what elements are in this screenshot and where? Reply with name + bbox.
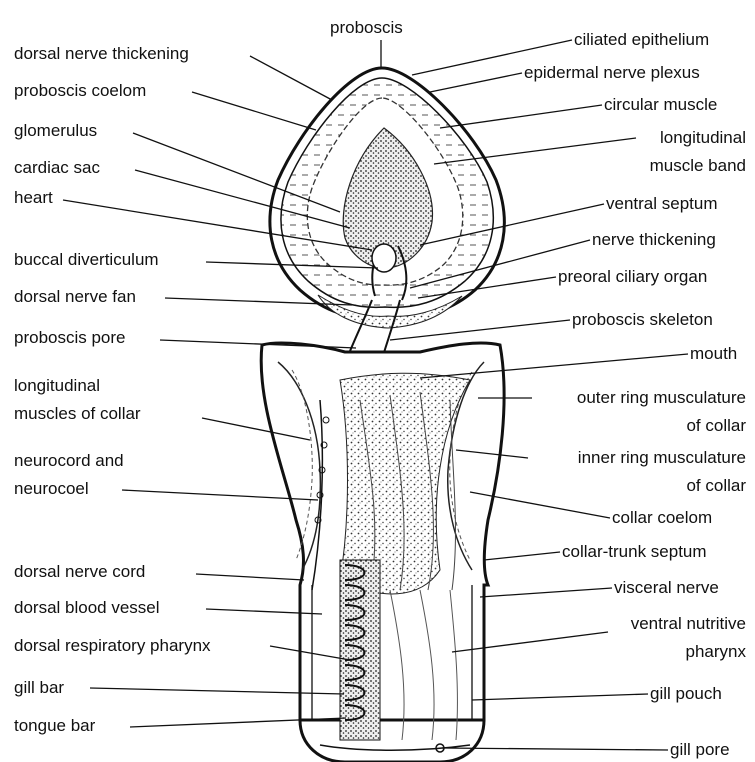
label-ciliated-epithelium: ciliated epithelium xyxy=(574,30,709,50)
label-neurocord-line2: neurocoel xyxy=(14,479,89,499)
label-inner-ring-line1: inner ring musculature xyxy=(578,448,746,468)
label-visceral-nerve: visceral nerve xyxy=(614,578,719,598)
label-cardiac-sac: cardiac sac xyxy=(14,158,100,178)
label-longitudinal-muscles-line2: muscles of collar xyxy=(14,404,141,424)
label-dorsal-nerve-fan: dorsal nerve fan xyxy=(14,287,136,307)
label-tongue-bar: tongue bar xyxy=(14,716,95,736)
label-proboscis: proboscis xyxy=(330,18,403,38)
label-inner-ring-line2: of collar xyxy=(686,476,746,496)
label-buccal-diverticulum: buccal diverticulum xyxy=(14,250,159,270)
label-ventral-nutritive-line1: ventral nutritive xyxy=(631,614,746,634)
collar-region xyxy=(261,343,504,720)
label-epidermal-nerve-plexus: epidermal nerve plexus xyxy=(524,63,700,83)
label-neurocord-line1: neurocord and xyxy=(14,451,124,471)
label-proboscis-coelom: proboscis coelom xyxy=(14,81,146,101)
label-circular-muscle: circular muscle xyxy=(604,95,717,115)
label-gill-pouch: gill pouch xyxy=(650,684,722,704)
label-ventral-nutritive-line2: pharynx xyxy=(686,642,746,662)
label-dorsal-respiratory-pharynx: dorsal respiratory pharynx xyxy=(14,636,211,656)
label-gill-bar: gill bar xyxy=(14,678,64,698)
label-glomerulus: glomerulus xyxy=(14,121,97,141)
label-dorsal-nerve-thickening: dorsal nerve thickening xyxy=(14,44,189,64)
label-mouth: mouth xyxy=(690,344,737,364)
label-dorsal-blood-vessel: dorsal blood vessel xyxy=(14,598,160,618)
label-dorsal-nerve-cord: dorsal nerve cord xyxy=(14,562,145,582)
label-preoral-ciliary-organ: preoral ciliary organ xyxy=(558,267,707,287)
label-collar-coelom: collar coelom xyxy=(612,508,712,528)
label-collar-trunk-septum: collar-trunk septum xyxy=(562,542,707,562)
label-proboscis-pore: proboscis pore xyxy=(14,328,126,348)
label-longitudinal-band-line1: longitudinal xyxy=(660,128,746,148)
label-outer-ring-line2: of collar xyxy=(686,416,746,436)
label-ventral-septum: ventral septum xyxy=(606,194,718,214)
label-outer-ring-line1: outer ring musculature xyxy=(577,388,746,408)
label-gill-pore: gill pore xyxy=(670,740,730,760)
label-proboscis-skeleton: proboscis skeleton xyxy=(572,310,713,330)
label-longitudinal-muscles-line1: longitudinal xyxy=(14,376,100,396)
label-nerve-thickening: nerve thickening xyxy=(592,230,716,250)
label-heart: heart xyxy=(14,188,53,208)
label-longitudinal-band-line2: muscle band xyxy=(650,156,746,176)
